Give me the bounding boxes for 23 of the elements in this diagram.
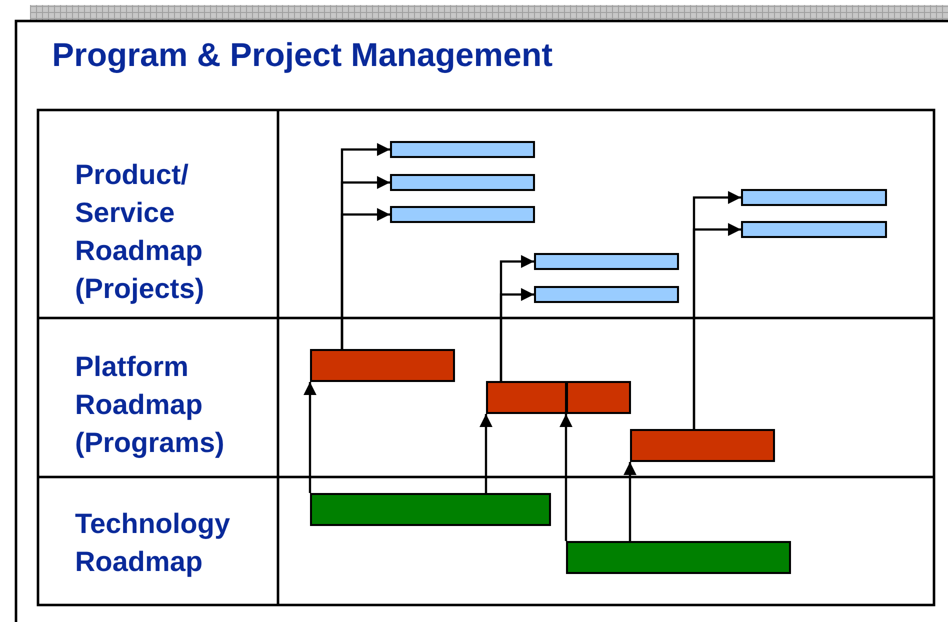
row-heading: Platform Roadmap (Programs)	[75, 350, 226, 460]
project-bar	[534, 253, 679, 270]
project-bar	[741, 221, 887, 238]
program-bar	[630, 429, 775, 462]
slide-title: Program & Project Management	[52, 36, 553, 74]
program-bar	[486, 381, 567, 414]
program-bar	[566, 381, 631, 414]
connector-arrow	[559, 414, 573, 541]
technology-bar	[310, 493, 551, 526]
project-bar	[741, 189, 887, 206]
project-bar	[534, 286, 679, 303]
connector-arrow	[500, 288, 534, 381]
row-heading: Technology Roadmap	[75, 507, 232, 579]
row-heading: Product/ Service Roadmap (Projects)	[75, 158, 206, 306]
connector-arrow	[303, 382, 317, 493]
project-bar	[390, 141, 535, 158]
connector-arrow	[340, 208, 390, 349]
project-bar	[390, 174, 535, 191]
technology-bar	[566, 541, 791, 574]
connector-arrow	[623, 462, 637, 541]
project-bar	[390, 206, 535, 223]
connector-arrow	[479, 414, 493, 493]
program-bar	[310, 349, 455, 382]
